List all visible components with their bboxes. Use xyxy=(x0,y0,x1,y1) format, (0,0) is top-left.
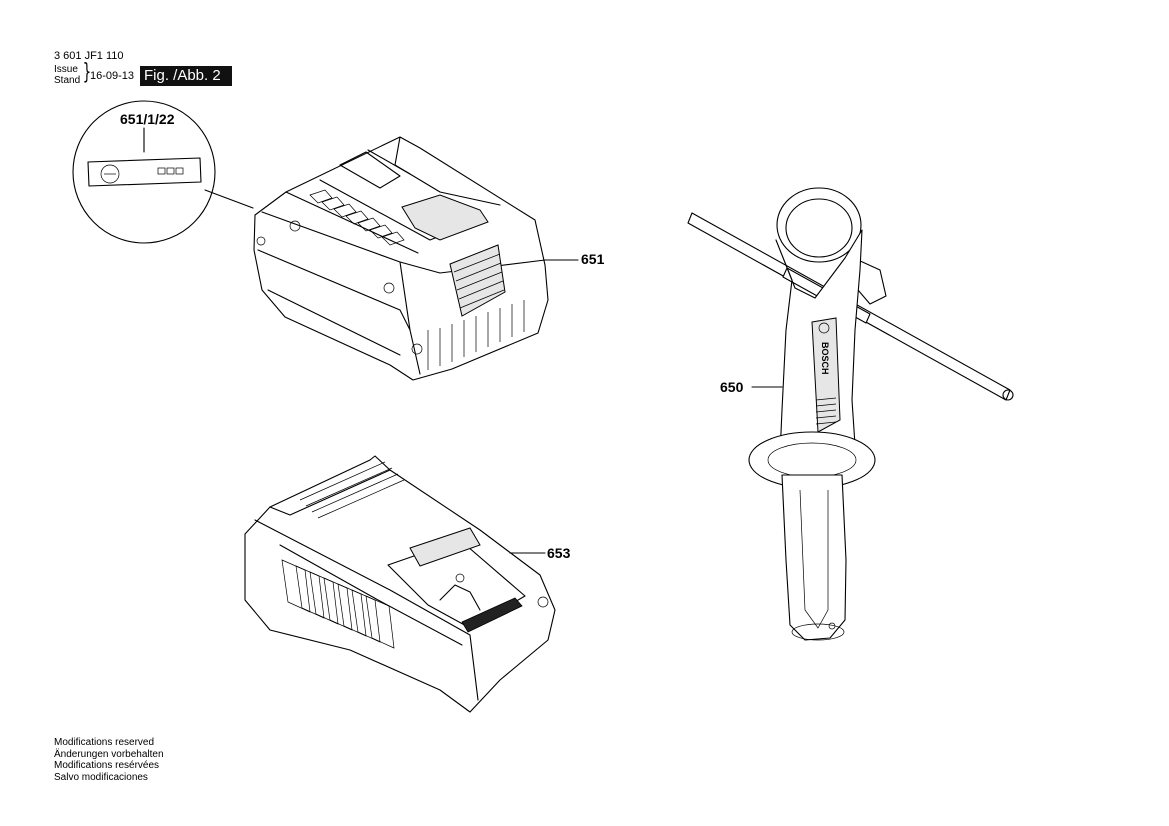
issue-stand-label: Issue Stand xyxy=(54,64,80,86)
figure-label: Fig. /Abb. 2 xyxy=(140,66,232,86)
handle-part-label: 650 xyxy=(720,379,744,395)
battery-pack-drawing xyxy=(253,136,579,381)
issue-label: Issue xyxy=(54,64,78,75)
note-line: Änderungen vorbehalten xyxy=(54,748,164,760)
stand-label: Stand xyxy=(54,75,81,86)
note-line: Salvo modificaciones xyxy=(54,771,148,783)
side-handle-drawing: BOSCH xyxy=(687,187,1014,641)
document-number: 3 601 JF1 110 xyxy=(54,50,124,62)
charger-part-label: 653 xyxy=(547,545,571,561)
note-line: Modifications reserved xyxy=(54,737,155,748)
brace-glyph: } xyxy=(82,60,92,85)
handle-brand-text: BOSCH xyxy=(820,342,830,375)
modification-notes: Modifications reserved Änderungen vorbeh… xyxy=(54,737,164,783)
detail-callout-651-1-22 xyxy=(72,100,254,244)
issue-date: 16-09-13 xyxy=(90,70,135,82)
charger-drawing xyxy=(244,455,556,713)
note-line: Modifications resérvées xyxy=(54,760,160,771)
battery-part-label: 651 xyxy=(581,251,605,267)
detail-part-label: 651/1/22 xyxy=(120,111,175,127)
